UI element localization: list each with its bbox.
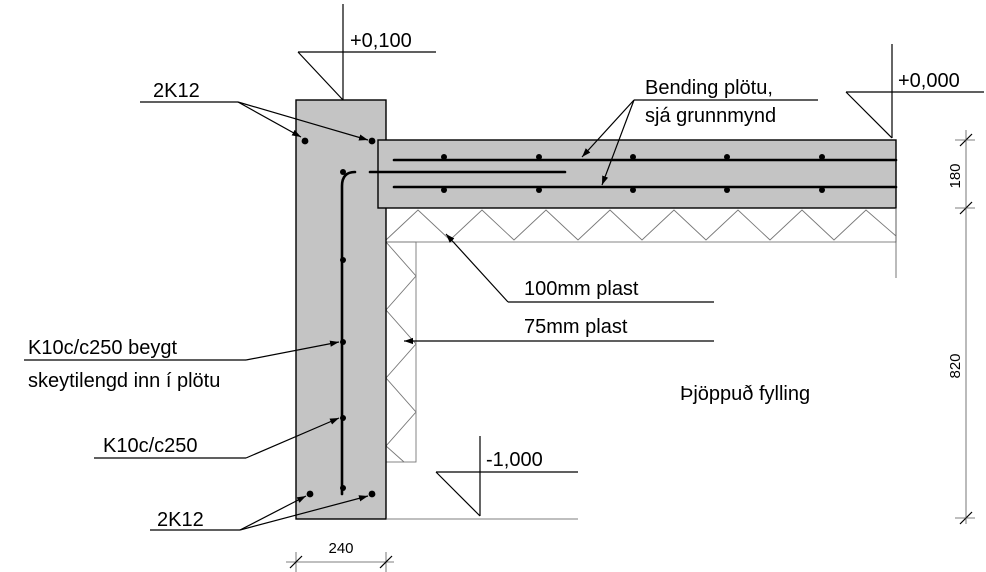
level-marker-top-slab: +0,000 [845,44,984,139]
label-wall-bent-2: skeytilengd inn í plötu [28,370,220,392]
wall-bent-bar [340,170,357,496]
dim-fill-height: 820 [947,353,964,378]
label-insulation-vertical: 75mm plast [524,316,628,338]
rebar-dots [301,137,825,498]
callout-2k12-bottom: 2K12 [150,495,369,531]
callout-slab-reinforcement: Bending plötu, sjá grunnmynd [581,77,818,186]
dimension-vertical: 180 820 [947,130,975,525]
level-top-wall-text: +0,100 [350,30,412,52]
level-marker-top-wall: +0,100 [297,4,436,101]
label-slab-note-1: Bending plötu, [645,77,773,99]
label-wall-bar: K10c/c250 [103,435,198,457]
level-bottom-text: -1,000 [486,449,543,471]
callout-2k12-top: 2K12 [140,80,369,141]
label-wall-bent-1: K10c/c250 beygt [28,337,177,359]
callout-insulation-horizontal: 100mm plast [445,233,714,303]
callout-insulation-vertical: 75mm plast [404,316,714,345]
dim-slab-thickness: 180 [947,163,964,188]
insulation-vertical [385,241,417,463]
label-2k12-bottom: 2K12 [157,509,204,531]
callout-wall-bar: K10c/c250 [94,417,340,459]
slab-rebar [368,158,898,189]
label-insulation-horizontal: 100mm plast [524,278,639,300]
label-slab-note-2: sjá grunnmynd [645,105,776,127]
label-2k12-top: 2K12 [153,80,200,102]
insulation-horizontal [385,207,897,243]
label-fill: Þjöppuð fylling [680,383,810,405]
slab-concrete [377,139,897,209]
dimension-wall-width: 240 [286,540,394,572]
level-marker-bottom: -1,000 [435,436,578,517]
level-top-slab-text: +0,000 [898,70,960,92]
callout-wall-bent-bar: K10c/c250 beygt skeytilengd inn í plötu [24,337,340,392]
dim-wall-width: 240 [328,540,353,557]
